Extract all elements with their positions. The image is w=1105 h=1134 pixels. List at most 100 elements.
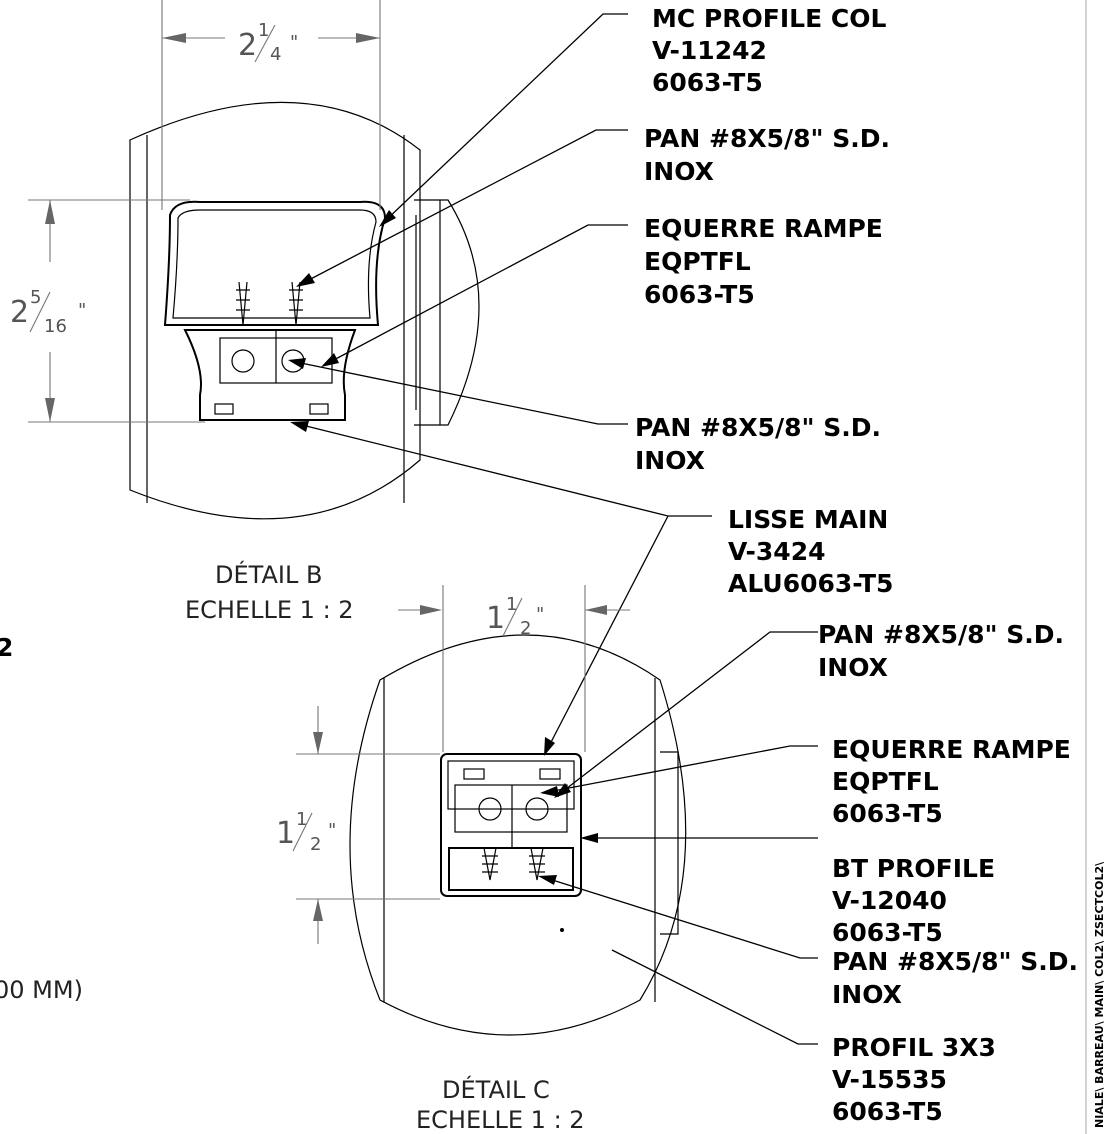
detail-b-clip [309, 403, 329, 415]
detail-c-callout-pan-screw-lower: PAN #8X5/8" S.D. INOX [832, 947, 1078, 1009]
dimension-arrow [45, 398, 55, 422]
detail-c-scale: ECHELLE 1 : 2 [416, 1106, 585, 1134]
detail-b-mc-profile [163, 200, 387, 326]
detail-c-height-num: 1 [296, 809, 307, 830]
detail-b-screw [236, 281, 250, 326]
callout-line: 6063-T5 [832, 799, 943, 828]
detail-c-height-unit: " [328, 820, 336, 841]
detail-b-callout-pan-screw-lower: PAN #8X5/8" S.D. INOX [635, 413, 881, 475]
callout-leader [611, 949, 818, 1045]
detail-c-column-outline [349, 634, 687, 1036]
detail-b-lisse-main [183, 329, 357, 421]
side-file-path: NIALE\ BARREAU\ MAIN\ COL2\ ZSECTCOL2\ [1093, 861, 1105, 1128]
detail-c: 1 1 2 " 1 1 2 " DÉTAIL C ECHELLE 1 : 2 [276, 585, 818, 1134]
detail-b-scale: ECHELLE 1 : 2 [185, 596, 354, 624]
callout-leader [547, 745, 818, 793]
detail-c-width-num: 1 [506, 594, 517, 615]
callout-line: LISSE MAIN [728, 505, 888, 534]
detail-b-width-unit: " [290, 32, 298, 53]
callout-leader [547, 515, 669, 749]
detail-c-screw-head [478, 797, 502, 821]
callout-lisse-main: LISSE MAIN V-3424 ALU6063-T5 [290, 421, 893, 756]
detail-b-side-bracket [414, 199, 480, 426]
detail-b-callout-mc-profile: MC PROFILE COL V-11242 6063-T5 [652, 4, 886, 97]
detail-b-title: DÉTAIL B [215, 560, 322, 589]
callout-line: EQPTFL [832, 767, 939, 796]
callout-line: V-11242 [652, 36, 767, 65]
detail-c-center-mark [560, 928, 564, 932]
callout-line: PROFIL 3X3 [832, 1033, 996, 1062]
dimension-arrow [585, 605, 607, 615]
callout-line: INOX [832, 980, 902, 1009]
fraction-slash [292, 812, 313, 852]
detail-c-screw-head [525, 797, 549, 821]
callout-line: PAN #8X5/8" S.D. [832, 947, 1078, 976]
callout-line: INOX [644, 157, 714, 186]
dimension-arrow [420, 605, 442, 615]
callout-line: V-3424 [728, 537, 826, 566]
callout-line: BT PROFILE [832, 854, 995, 883]
callout-leader [383, 13, 628, 223]
detail-c-title: DÉTAIL C [442, 1075, 550, 1104]
callout-line: V-12040 [832, 886, 947, 915]
clipped-mm-fragment: 00 MM) [0, 976, 83, 1004]
dimension-arrow [162, 33, 186, 43]
detail-b-height-num: 5 [30, 287, 41, 308]
detail-c-screw [482, 847, 498, 881]
callout-arrow [288, 358, 306, 369]
callout-arrow [544, 737, 555, 756]
fraction-slash [502, 597, 523, 637]
detail-c-side-bracket [660, 751, 679, 935]
dimension-arrow [356, 33, 380, 43]
dimension-arrow [45, 200, 55, 224]
detail-b-width-whole: 2 [238, 28, 257, 63]
detail-c-bt-profile [448, 847, 574, 891]
detail-c-width-whole: 1 [486, 601, 505, 636]
dimension-arrow [313, 899, 323, 921]
fraction-slash [29, 291, 51, 333]
detail-c-width-den: 2 [520, 618, 531, 639]
detail-b-width-den: 4 [270, 44, 281, 65]
callout-arrow [538, 875, 557, 885]
callout-line: PAN #8X5/8" S.D. [818, 620, 1064, 649]
detail-b-width-num: 1 [258, 20, 269, 41]
detail-c-lisse-main [447, 760, 575, 810]
callout-leader [295, 361, 628, 425]
callout-arrow [379, 210, 396, 227]
callout-leader [329, 224, 628, 363]
detail-b-height-unit: " [78, 300, 86, 321]
detail-b-height-whole: 2 [10, 295, 29, 330]
callout-arrow [321, 353, 339, 367]
detail-c-callout-bt-profile: BT PROFILE V-12040 6063-T5 [832, 854, 995, 947]
callout-arrow [290, 421, 309, 432]
detail-c-profil-3x3 [440, 753, 582, 897]
callout-line: EQUERRE RAMPE [832, 735, 1071, 764]
callout-line: MC PROFILE COL [652, 4, 886, 33]
detail-b-callout-equerre: EQUERRE RAMPE EQPTFL 6063-T5 [644, 214, 883, 309]
callout-leader [302, 129, 628, 284]
detail-b-column-outline [129, 101, 421, 520]
detail-b: 2 1 4 " 2 5 16 " DÉTAIL B ECHELLE 1 : 2 [10, 0, 628, 624]
detail-c-width-unit: " [536, 604, 544, 625]
detail-c-callout-equerre: EQUERRE RAMPE EQPTFL 6063-T5 [832, 735, 1071, 828]
callout-line: PAN #8X5/8" S.D. [644, 124, 890, 153]
detail-c-callout-pan-screw-upper: PAN #8X5/8" S.D. INOX [818, 620, 1064, 682]
callout-line: INOX [818, 653, 888, 682]
detail-b-mc-profile-inner [172, 209, 377, 319]
callout-line: 6063-T5 [652, 68, 763, 97]
callout-line: EQUERRE RAMPE [644, 214, 883, 243]
dimension-arrow [313, 732, 323, 754]
callout-line: 6063-T5 [832, 918, 943, 947]
callout-line: INOX [635, 446, 705, 475]
detail-b-callout-pan-screw-upper: PAN #8X5/8" S.D. INOX [644, 124, 890, 186]
detail-c-equerre [454, 784, 568, 833]
callout-arrow [296, 273, 315, 287]
detail-c-height-whole: 1 [276, 816, 295, 851]
detail-c-screw [529, 847, 545, 881]
callout-leader [545, 877, 818, 959]
detail-c-callout-profil-3x3: PROFIL 3X3 V-15535 6063-T5 [832, 1033, 996, 1126]
detail-b-screw-head [231, 349, 255, 373]
callout-line: V-15535 [832, 1065, 947, 1094]
